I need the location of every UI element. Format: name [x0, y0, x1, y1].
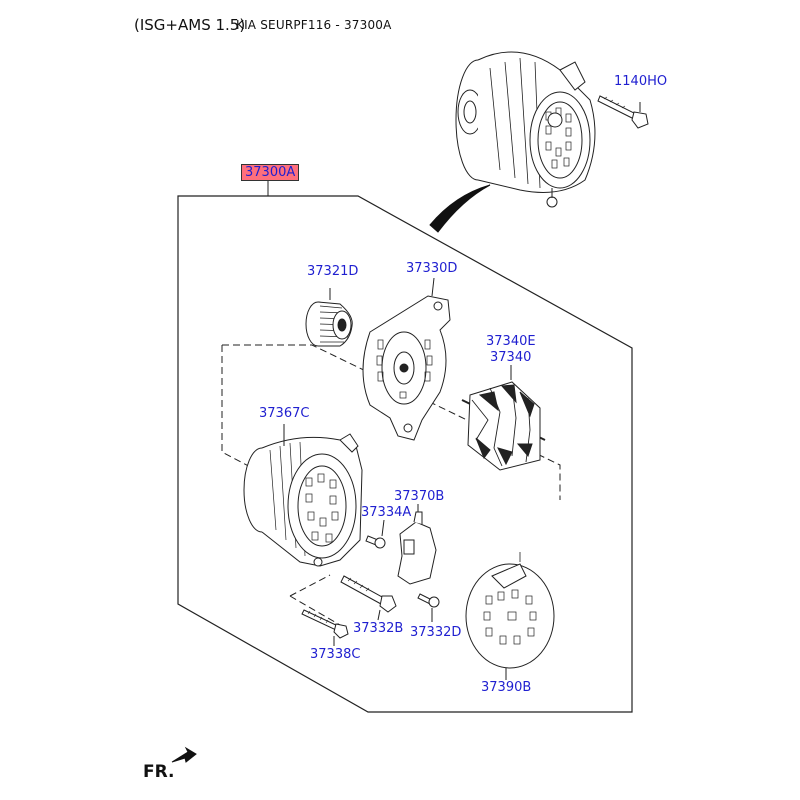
alternator-assembly-icon — [455, 51, 596, 208]
assembly-frame — [177, 195, 633, 713]
part-label-37340e[interactable]: 37340E — [486, 334, 536, 349]
exploded-region-dash-4 — [289, 595, 341, 626]
bolt-37332d-icon — [417, 593, 440, 622]
pulley-icon — [305, 288, 353, 347]
exploded-region-dash-3 — [289, 574, 331, 597]
bolt-37332b-icon — [340, 575, 397, 621]
fr-arrow-icon — [171, 746, 197, 763]
rear-cover-icon — [465, 552, 555, 680]
housing-icon — [243, 424, 363, 567]
part-label-1140ho[interactable]: 1140HO — [614, 74, 668, 89]
part-label-37390b[interactable]: 37390B — [481, 680, 532, 695]
part-label-37340[interactable]: 37340 — [490, 350, 532, 365]
front-direction-label: FR. — [143, 762, 175, 782]
rotor-icon — [461, 365, 546, 471]
part-label-assembly[interactable]: 37300A — [241, 164, 300, 181]
exploded-region-dash-2 — [222, 344, 561, 500]
diagram-variant: (ISG+AMS 1.5) — [134, 16, 246, 34]
bolt-1140ho-icon — [597, 95, 649, 129]
part-label-37334a[interactable]: 37334A — [361, 505, 412, 520]
stud-37338c-icon — [301, 609, 349, 646]
regulator-icon — [397, 504, 437, 585]
explode-arrow — [429, 184, 491, 233]
diagram-reference: KIA SEURPF116 - 37300A — [236, 18, 392, 32]
front-bracket-icon — [362, 277, 451, 441]
part-label-37332d[interactable]: 37332D — [410, 625, 462, 640]
screw-37334a-icon — [365, 519, 386, 549]
part-label-37367c[interactable]: 37367C — [259, 406, 310, 421]
part-label-37370b[interactable]: 37370B — [394, 489, 445, 504]
part-label-37321d[interactable]: 37321D — [307, 264, 359, 279]
part-label-37330d[interactable]: 37330D — [406, 261, 458, 276]
part-label-37338c[interactable]: 37338C — [310, 647, 361, 662]
part-label-37332b[interactable]: 37332B — [353, 621, 404, 636]
